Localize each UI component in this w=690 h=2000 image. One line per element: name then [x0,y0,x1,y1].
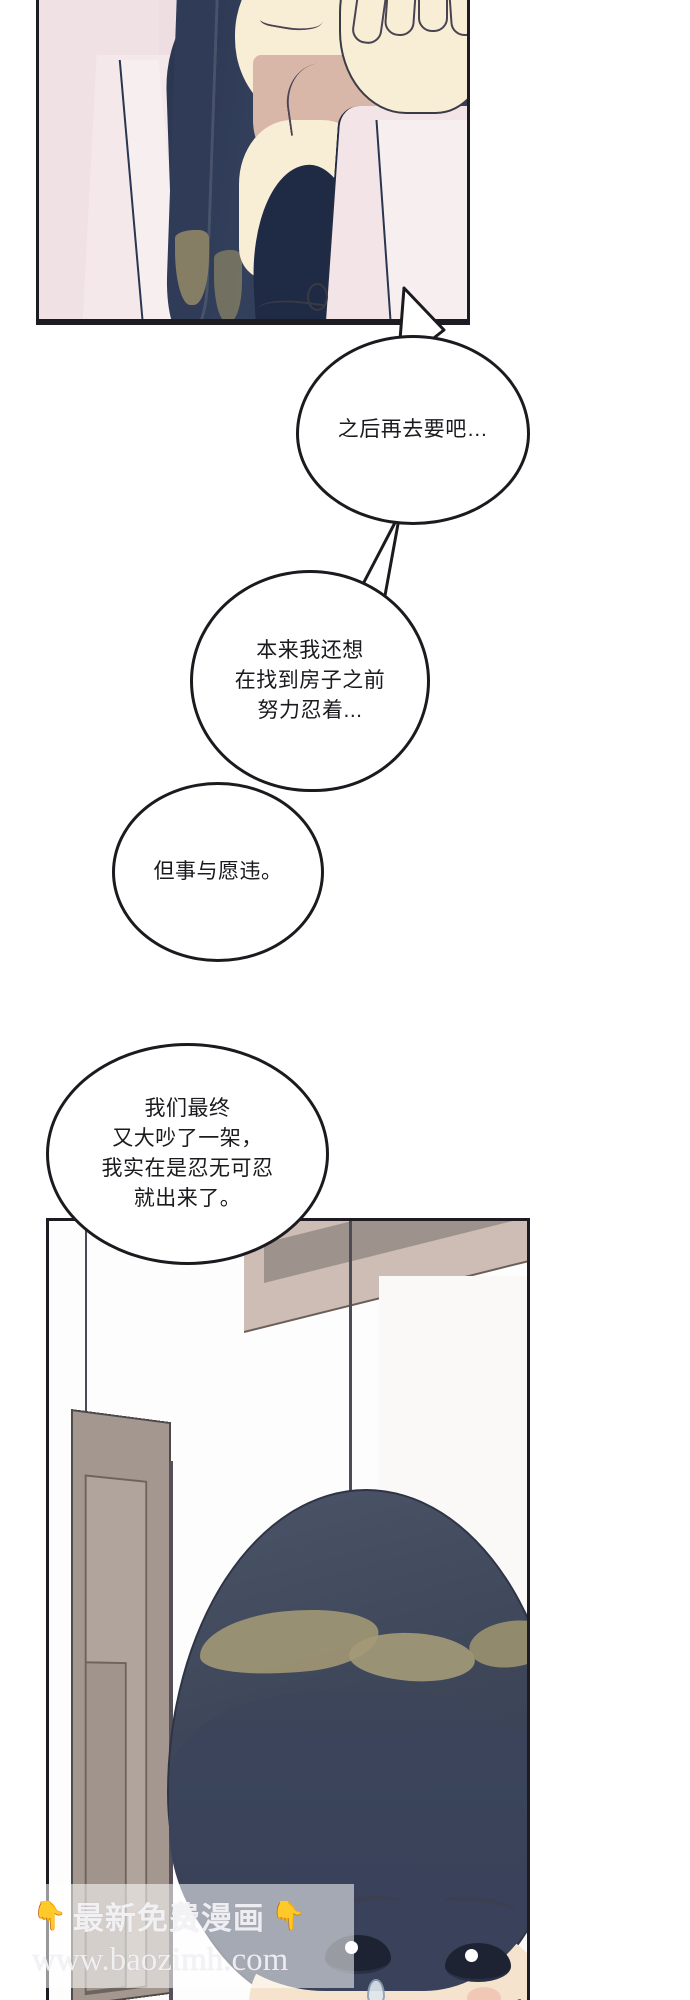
speech-bubble-3-text: 但事与愿违。 [153,860,283,884]
panel-top-bottom-border [39,319,467,322]
speech-bubble-4-text: 我们最终 又大吵了一架， 我实在是忍无可忍 就出来了。 [101,1097,274,1210]
watermark-row-chinese: 👇 最新免费漫画 👇 [32,1893,354,1938]
speech-bubble-1-text: 之后再去要吧… [337,418,489,442]
pointing-down-hand-icon-left: 👇 [32,1899,67,1931]
character-ear [307,283,328,311]
speech-bubble-2-text: 本来我还想 在找到房子之前 努力忍着... [234,639,386,722]
site-watermark: 👇 最新免费漫画 👇 www.baozimh.com [24,1884,354,1988]
pointing-down-hand-icon-right: 👇 [270,1899,306,1931]
character-finger-3 [418,0,448,32]
ceiling-cord [349,1221,352,1493]
character-hair-highlight-1 [175,230,209,305]
watermark-url: www.baozimh.com [32,1942,289,1978]
comic-panel-bottom [46,1218,530,2000]
comic-panel-top [36,0,470,325]
speech-bubble-3: 但事与愿违。 [112,782,324,962]
speech-bubble-2: 本来我还想 在找到房子之前 努力忍着... [190,570,430,792]
character2-eye-right [445,1943,511,1982]
speech-bubble-4: 我们最终 又大吵了一架， 我实在是忍无可忍 就出来了。 [46,1043,329,1265]
character-hair-highlight-2 [214,250,242,322]
character2-eye-shine-right [465,1949,478,1962]
character2-cheek-blush [467,1987,501,2000]
speech-bubble-1: 之后再去要吧… [296,335,530,525]
watermark-chinese-text: 最新免费漫画 [72,1901,265,1936]
character2-sweat-drop [367,1979,385,2000]
